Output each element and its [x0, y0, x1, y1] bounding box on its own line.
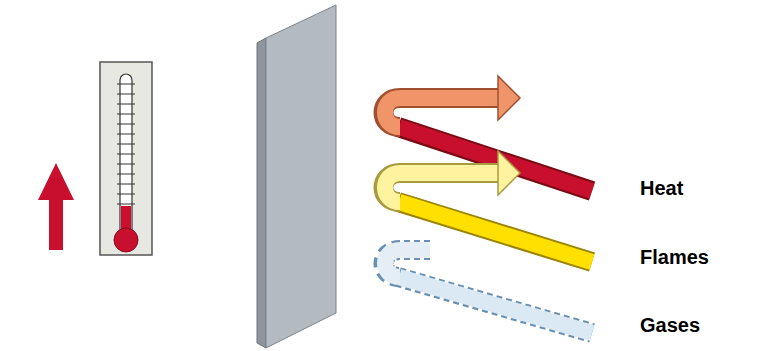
arrow-label: Flames: [640, 245, 709, 269]
heat-arrow: [384, 76, 593, 191]
arrow-label: Gases: [640, 313, 700, 337]
wall-panel: [257, 5, 336, 348]
rise-arrow: [38, 163, 74, 250]
gases-arrow: [384, 250, 593, 333]
arrow-label: Heat: [640, 176, 683, 200]
thermometer: [100, 62, 152, 255]
